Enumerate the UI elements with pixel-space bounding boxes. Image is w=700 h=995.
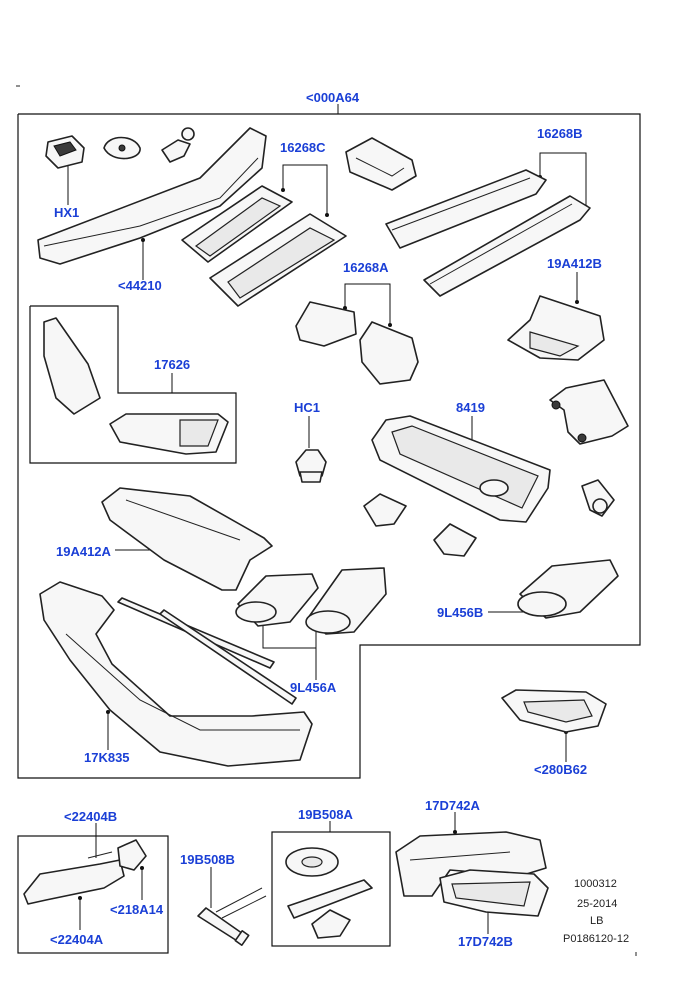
strip-part-2 bbox=[159, 609, 297, 705]
label-19b508a[interactable]: 19B508A bbox=[298, 807, 353, 822]
handle-22404b-part bbox=[23, 839, 147, 905]
box-19b508a bbox=[271, 831, 391, 947]
label-hx1[interactable]: HX1 bbox=[54, 205, 80, 220]
tailpipe-9l456a-part bbox=[235, 567, 387, 635]
clip-hc1-part bbox=[295, 449, 327, 483]
clip-hx1-part bbox=[45, 135, 85, 169]
bracket-right-part bbox=[549, 379, 629, 445]
label-16268b[interactable]: 16268B bbox=[537, 126, 583, 141]
label-16268a[interactable]: 16268A bbox=[343, 260, 389, 275]
push-clip-part bbox=[161, 127, 195, 163]
label-8419[interactable]: 8419 bbox=[456, 400, 485, 415]
box-22404b bbox=[17, 835, 169, 954]
label-19a412b[interactable]: 19A412B bbox=[547, 256, 602, 271]
label-17k835[interactable]: 17K835 bbox=[84, 750, 130, 765]
meta-line-3: LB bbox=[590, 915, 604, 927]
screw-part bbox=[581, 479, 615, 517]
label-218a14[interactable]: <218A14 bbox=[110, 902, 164, 917]
tube-19b508b-part bbox=[197, 887, 267, 947]
label-19b508b[interactable]: 19B508B bbox=[180, 852, 235, 867]
label-17d742a[interactable]: 17D742A bbox=[425, 798, 480, 813]
label-280b62[interactable]: <280B62 bbox=[534, 762, 588, 777]
label-9l456b[interactable]: 9L456B bbox=[437, 605, 484, 620]
mirror-glass-17d742b-part bbox=[439, 869, 549, 917]
washer-part bbox=[103, 136, 141, 160]
cover-16268a-part bbox=[295, 301, 419, 385]
label-19a412a[interactable]: 19A412A bbox=[56, 544, 111, 559]
mirror-cap-17d742a-part bbox=[395, 831, 547, 897]
bumper-17k835-part bbox=[39, 581, 313, 767]
trim-16268b-part bbox=[385, 169, 591, 297]
tailpipe-9l456b-part bbox=[517, 559, 619, 619]
spoiler-44210-part bbox=[37, 127, 267, 265]
meta-line-1: 1000312 bbox=[574, 878, 617, 890]
panel-16268c-part bbox=[181, 185, 347, 307]
label-hc1[interactable]: HC1 bbox=[294, 400, 321, 415]
pad-part-2 bbox=[433, 523, 477, 557]
label-000a64[interactable]: <000A64 bbox=[306, 90, 360, 105]
label-16268c[interactable]: 16268C bbox=[280, 140, 326, 155]
undertray-19a412a-part bbox=[101, 487, 273, 591]
label-22404b[interactable]: <22404B bbox=[64, 809, 118, 824]
vent-280b62-part bbox=[501, 689, 607, 733]
label-17626[interactable]: 17626 bbox=[154, 357, 191, 372]
kit-19b508a-part bbox=[285, 847, 373, 939]
meta-line-4: P0186120-12 bbox=[563, 933, 630, 945]
label-9l456a[interactable]: 9L456A bbox=[290, 680, 337, 695]
main-group-box bbox=[17, 113, 641, 779]
bracket-19a412b-part bbox=[507, 295, 605, 361]
label-44210[interactable]: <44210 bbox=[118, 278, 162, 293]
meta-line-2: 25-2014 bbox=[577, 898, 618, 910]
pad-part-1 bbox=[363, 493, 407, 527]
side-molding-17626-part bbox=[43, 317, 229, 455]
grille-8419-part bbox=[371, 415, 551, 523]
bracket-top-part bbox=[345, 137, 417, 191]
sub-box-17626 bbox=[29, 305, 237, 464]
label-22404a[interactable]: <22404A bbox=[50, 932, 104, 947]
label-17d742b[interactable]: 17D742B bbox=[458, 934, 513, 949]
